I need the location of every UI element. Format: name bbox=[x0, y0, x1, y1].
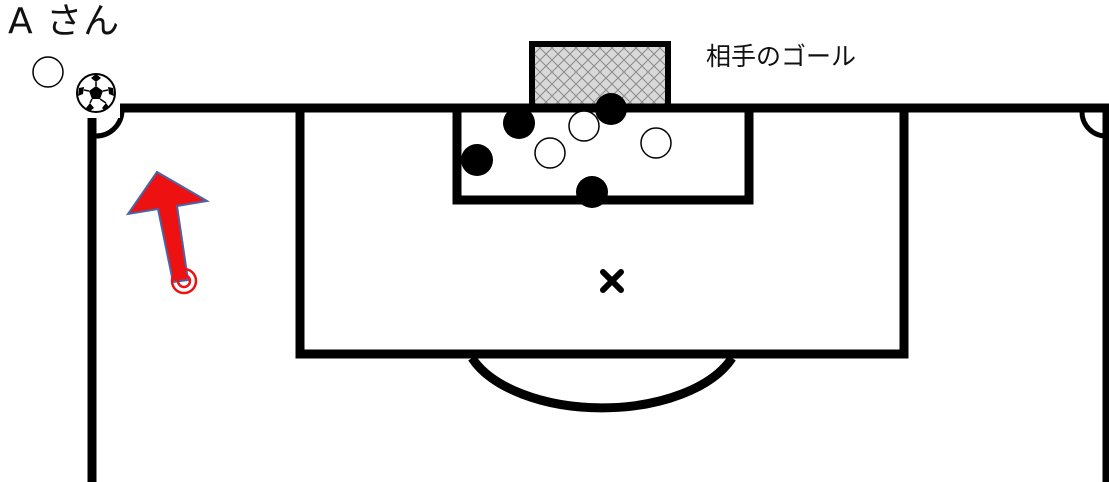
penalty-area bbox=[295, 103, 909, 359]
player-a bbox=[32, 56, 64, 88]
penalty-arc bbox=[468, 355, 736, 413]
player-a-label: A さん bbox=[8, 1, 121, 42]
defender-player bbox=[461, 144, 493, 176]
defender-player bbox=[576, 176, 608, 208]
attacker-player bbox=[534, 137, 566, 169]
soccer-ball-icon bbox=[74, 70, 120, 118]
target-marker-icon bbox=[170, 267, 198, 295]
opponent-goal-label: 相手のゴール bbox=[706, 42, 857, 71]
penalty-spot-icon bbox=[600, 269, 624, 293]
corner-arc-left bbox=[95, 111, 125, 139]
corner-arc-right bbox=[1079, 111, 1107, 139]
attacker-player bbox=[568, 110, 600, 142]
defender-player bbox=[595, 93, 627, 125]
defender-player bbox=[503, 107, 535, 139]
attacker-player bbox=[640, 127, 672, 159]
run-direction-arrow-icon bbox=[125, 170, 210, 284]
